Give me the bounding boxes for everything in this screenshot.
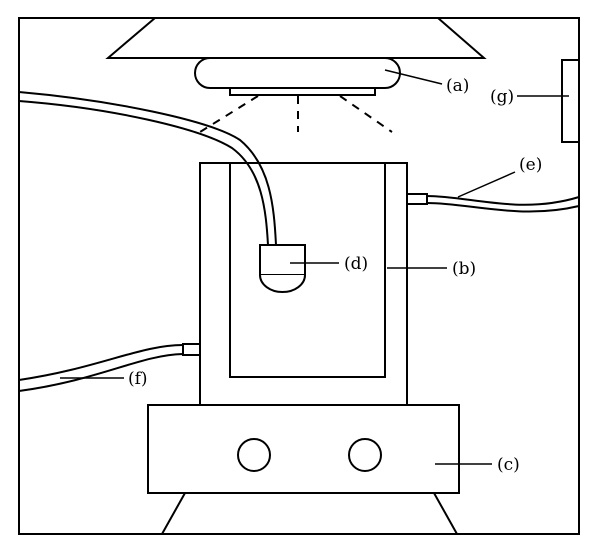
label-g: (g): [490, 87, 514, 107]
label-b: (b): [452, 259, 476, 279]
tube-e-top: [426, 195, 580, 206]
tube-f-bottom: [18, 353, 184, 392]
knob-left: [237, 438, 271, 472]
label-d: (d): [344, 254, 368, 274]
leader-a: [384, 69, 443, 85]
light-ray-left: [199, 95, 259, 133]
component-g: [561, 59, 580, 143]
label-f: (f): [128, 369, 148, 389]
stand-legs: [160, 492, 459, 535]
probe-cable-outer: [18, 91, 277, 246]
lamp-housing: [105, 17, 487, 59]
light-ray-right: [339, 95, 393, 133]
tube-f-fitting: [182, 343, 201, 356]
label-c: (c): [497, 455, 520, 475]
lamp-a: [194, 57, 401, 89]
leader-e: [457, 171, 516, 198]
label-a: (a): [446, 76, 469, 96]
vessel-b-inner: [229, 162, 386, 378]
label-e: (e): [519, 155, 542, 175]
stirrer-c: [147, 404, 460, 494]
probe-cable-inner: [18, 100, 269, 246]
tube-f-top: [18, 344, 184, 381]
knob-right: [348, 438, 382, 472]
probe-d-tip: [259, 274, 306, 293]
tube-e-bottom: [426, 202, 580, 213]
lamp-base: [229, 87, 376, 96]
vessel-b-outer: [199, 162, 408, 406]
probe-d-body: [259, 244, 306, 276]
tube-e-fitting: [406, 193, 428, 205]
